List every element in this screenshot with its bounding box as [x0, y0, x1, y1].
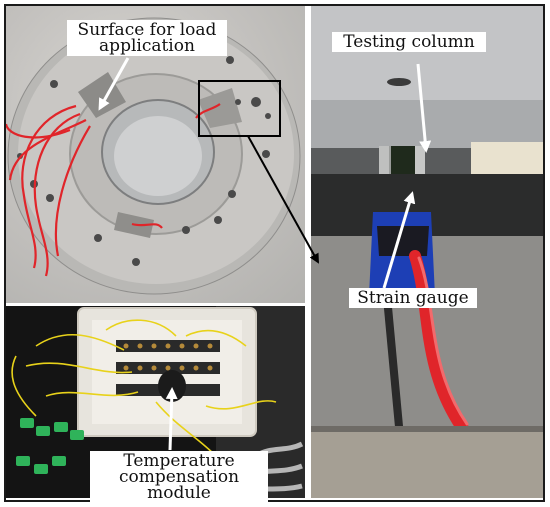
red-wires: [6, 103, 221, 277]
label-temperature-line1: Temperature: [123, 451, 235, 471]
testing-column-drawing: [311, 6, 543, 498]
label-surface-for-load: Surface for load application: [67, 20, 227, 56]
label-temperature-line2: compensation module: [118, 467, 240, 503]
label-surface-line2: application: [99, 36, 195, 56]
label-strain-gauge: Strain gauge: [349, 288, 477, 308]
photo-testing-column: [311, 6, 543, 498]
label-temperature-module: Temperature compensation module: [90, 451, 268, 503]
label-testing-column: Testing column: [332, 32, 486, 52]
label-surface-line1: Surface for load: [77, 20, 217, 40]
